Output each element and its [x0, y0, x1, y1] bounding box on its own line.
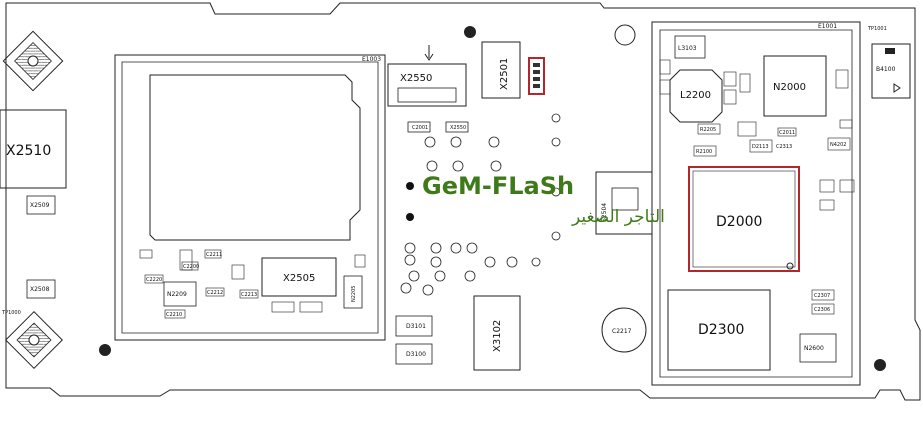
label-c2217: C2217: [612, 328, 632, 335]
label-l2200: L2200: [680, 90, 711, 101]
label-x2550: X2550: [400, 73, 432, 84]
n2205-chip: [343, 275, 363, 309]
label-x2505: X2505: [283, 273, 315, 284]
d2000-chip: [688, 166, 800, 272]
label-c2306: C2306: [814, 307, 830, 313]
b4100-part: [871, 43, 911, 99]
x2501-connector: [481, 41, 521, 99]
n2000-chip: [763, 55, 827, 117]
label-l3103: L3103: [678, 45, 697, 52]
label-tp1000: TP1000: [1, 310, 21, 316]
highlight-test-pads: [528, 57, 545, 95]
label-n2000: N2000: [773, 82, 806, 93]
x2550-connector: [387, 63, 467, 107]
label-e1001: E1001: [818, 23, 837, 30]
r2100-part: [693, 145, 717, 157]
x2510-connector: [0, 109, 67, 189]
label-c2307: C2307: [814, 293, 830, 299]
label-r2100: R2100: [696, 149, 712, 155]
x3102-connector: [473, 295, 521, 371]
label-d2300: D2300: [698, 322, 744, 338]
label-x2501: X2501: [499, 58, 510, 90]
label-d2000: D2000: [716, 214, 762, 230]
label-r2205: R2205: [700, 127, 716, 133]
d2300-chip: [667, 289, 771, 371]
label-d2113: D2113: [752, 144, 769, 150]
n2209-chip: [163, 281, 197, 307]
label-n2205: N2205: [351, 286, 357, 302]
x2509-part: [26, 195, 56, 215]
label-s2504: S2504: [601, 203, 608, 222]
left-shield-outline: [114, 54, 386, 341]
d3101-chip: [395, 315, 433, 337]
label-x3102: X3102: [492, 320, 503, 352]
x2505-connector: [261, 257, 337, 297]
screw-hole-left: [99, 344, 111, 356]
label-c2313: C2313: [776, 144, 792, 150]
bullet-dot-2: [406, 213, 414, 221]
r2205-part: [697, 123, 721, 135]
label-d3101: D3101: [406, 323, 426, 330]
n2600-chip: [799, 333, 837, 363]
test-point-grid: [400, 113, 561, 296]
label-c2220: C2220: [146, 277, 162, 283]
label-tp1001: TP1001: [867, 26, 887, 32]
label-b4100: B4100: [876, 66, 896, 73]
d3100-chip: [395, 343, 433, 365]
screw-hole-right: [874, 359, 886, 371]
label-e1003: E1003: [362, 56, 381, 63]
arrow-marker: [424, 45, 434, 61]
x2508-part: [26, 279, 56, 299]
watermark-arabic: التاجر الصغير: [571, 207, 665, 227]
label-n2209: N2209: [167, 291, 187, 298]
left-shield-cavity: [149, 74, 361, 241]
right-shield-inner: [659, 29, 853, 378]
label-c2210: C2210: [166, 312, 182, 318]
d2113-part: [749, 139, 773, 153]
screw-hole-top: [614, 24, 636, 46]
label-x2509: X2509: [30, 202, 50, 209]
label-n4202: N4202: [830, 142, 846, 148]
s2504-switch: [595, 171, 653, 235]
label-x2508: X2508: [30, 286, 50, 293]
board-outline: [5, 2, 921, 401]
bullet-dot-1: [406, 182, 414, 190]
left-shield-inner: [121, 61, 379, 334]
watermark-name: GeM-FLaSh: [422, 172, 574, 200]
label-c2001: C2001: [412, 125, 428, 131]
l3103-inductor: [674, 35, 706, 59]
label-c2200: C2200: [183, 264, 199, 270]
label-c2213: C2213: [241, 292, 257, 298]
label-c2212: C2212: [207, 290, 223, 296]
label-n2600: N2600: [804, 345, 824, 352]
label-d3100: D3100: [406, 351, 426, 358]
right-shield-outline: [651, 21, 861, 386]
label-x2550b: X2550: [450, 125, 466, 131]
label-c2011: C2011: [779, 130, 795, 136]
label-c2211: C2211: [206, 252, 222, 258]
c2217-capacitor: [601, 307, 647, 353]
mount-square-top-left: [2, 30, 64, 92]
label-x2510: X2510: [6, 143, 51, 159]
n4202-part: [827, 137, 851, 151]
screw-hole-center: [464, 26, 476, 38]
mount-square-bottom-left: [5, 311, 63, 369]
